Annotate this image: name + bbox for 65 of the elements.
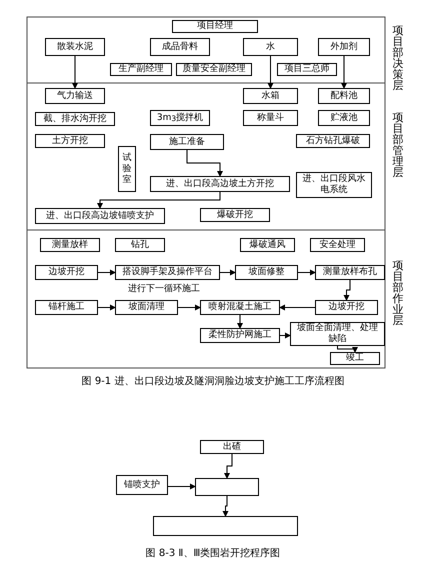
process-box: 进、出口段高边坡锚喷支护 <box>35 208 165 224</box>
process-box: 进、出口段高边坡土方开挖 <box>150 176 290 192</box>
arrow <box>298 270 316 276</box>
process-box: 钻孔 <box>115 238 165 252</box>
process-box: 贮液池 <box>318 110 370 126</box>
process-box: 项目经理 <box>172 20 258 33</box>
arrow <box>224 454 232 479</box>
arrow <box>341 56 347 89</box>
process-box: 水 <box>243 38 298 56</box>
process-box: 生产副经理 <box>110 63 172 76</box>
note-text: 进行下一循环施工 <box>128 284 200 295</box>
arrow <box>237 314 243 329</box>
empty-box <box>195 478 259 496</box>
process-box: 成品骨料 <box>150 38 210 56</box>
process-box: 喷射混凝土施工 <box>200 300 280 315</box>
process-box: 截、排水沟开挖 <box>35 112 115 126</box>
arrow <box>98 304 116 310</box>
process-box: 施工准备 <box>150 134 224 150</box>
side-label: 项目部决策层 <box>392 25 404 91</box>
side-label: 项目部作业层 <box>392 260 404 326</box>
arrow <box>280 332 291 338</box>
arrow <box>98 270 116 276</box>
arrow <box>222 496 228 517</box>
process-box: 边坡开挖 <box>35 265 98 280</box>
process-box: 柔性防护网施工 <box>200 328 280 343</box>
arrow <box>279 304 316 310</box>
arrow <box>178 304 201 310</box>
process-box: 出碴 <box>200 440 264 454</box>
process-box: 称量斗 <box>243 110 298 126</box>
process-box: 边坡开挖 <box>315 300 378 315</box>
process-box: 土方开挖 <box>35 134 105 148</box>
caption-text: 图 8-3 Ⅱ、Ⅲ类围岩开挖程序图 <box>144 548 282 559</box>
process-box: 竣工 <box>330 352 380 365</box>
process-box: 石方钻孔爆破 <box>296 134 370 148</box>
caption-text: 图 9-1 进、出口段边坡及隧洞洞脸边坡支护施工工序流程图 <box>80 376 346 387</box>
process-box: 项目三总师 <box>277 63 337 76</box>
process-box: 测量放样布孔 <box>315 265 385 280</box>
process-box: 锚喷支护 <box>116 475 168 495</box>
process-box: 质量安全副经理 <box>176 63 252 76</box>
empty-box <box>153 516 298 536</box>
process-box: 气力输送 <box>45 88 105 104</box>
process-box: 进、出口段风水电系统 <box>296 172 372 198</box>
process-box: 配料池 <box>318 88 370 104</box>
process-box: 试验室 <box>118 146 136 192</box>
arrow <box>72 56 78 89</box>
process-box: 爆破通风 <box>240 238 295 252</box>
process-box: 外加剂 <box>318 38 370 56</box>
arrow <box>168 484 196 490</box>
process-box: 锚杆施工 <box>35 300 98 315</box>
arrow <box>97 192 220 209</box>
process-box: 坡面全面清理、处理缺陷 <box>290 322 385 346</box>
arrow <box>337 346 358 353</box>
arrow <box>268 56 274 89</box>
arrow <box>344 280 350 301</box>
process-box: 坡面修整 <box>235 265 298 280</box>
process-box: 测量放样 <box>40 238 100 252</box>
process-box: 搭设脚手架及操作平台 <box>115 265 220 280</box>
process-box: 散装水泥 <box>45 38 105 56</box>
arrow <box>220 270 236 276</box>
process-box: 坡面清理 <box>115 300 178 315</box>
side-label: 项目部管理层 <box>392 112 404 178</box>
process-box: 爆破开挖 <box>200 208 270 222</box>
process-box: 安全处理 <box>310 238 365 252</box>
process-box: 水箱 <box>243 88 298 104</box>
arrow <box>186 150 223 177</box>
